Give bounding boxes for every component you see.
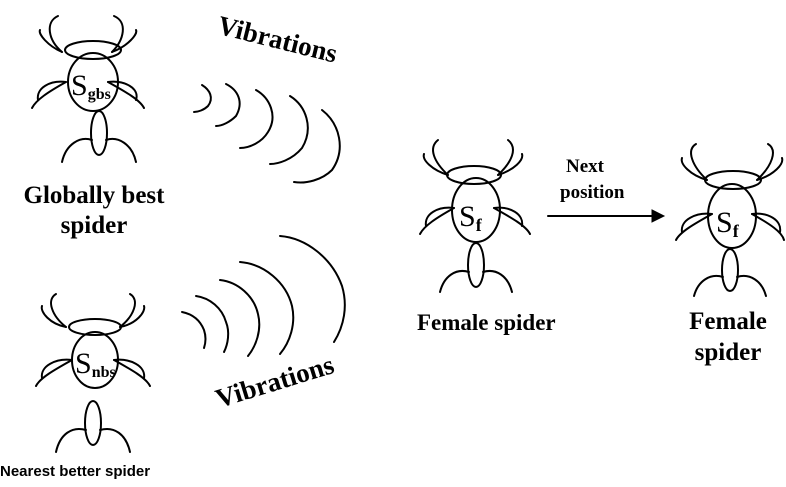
female-spider-caption: Female spider [417, 308, 556, 338]
female-next-caption-line-2: spider [672, 337, 784, 368]
symbol-f-right: Sf [716, 206, 740, 241]
next-position-line-2: position [560, 180, 624, 206]
next-position-label: Next position [560, 154, 624, 206]
female-spider-next-caption: Female spider [672, 306, 784, 368]
female-next-caption-line-1: Female [672, 306, 784, 337]
nearest-better-spider-caption: Nearest better spider [0, 463, 150, 481]
symbol-f-middle: Sf [459, 200, 483, 235]
next-position-arrow [548, 210, 664, 222]
symbol-gbs: Sgbs [71, 69, 111, 103]
globally-best-spider-caption: Globally best spider [8, 181, 180, 241]
next-position-line-1: Next [560, 154, 624, 180]
globally-best-caption-line-1: Globally best [8, 181, 180, 211]
vibration-waves-top [194, 84, 340, 183]
female-caption-line-1: Female spider [417, 310, 556, 335]
symbol-nbs: Snbs [75, 347, 116, 381]
globally-best-caption-line-2: spider [8, 211, 180, 241]
nearest-better-caption-line-1: Nearest better spider [0, 463, 150, 480]
vibration-waves-bottom [182, 236, 345, 356]
